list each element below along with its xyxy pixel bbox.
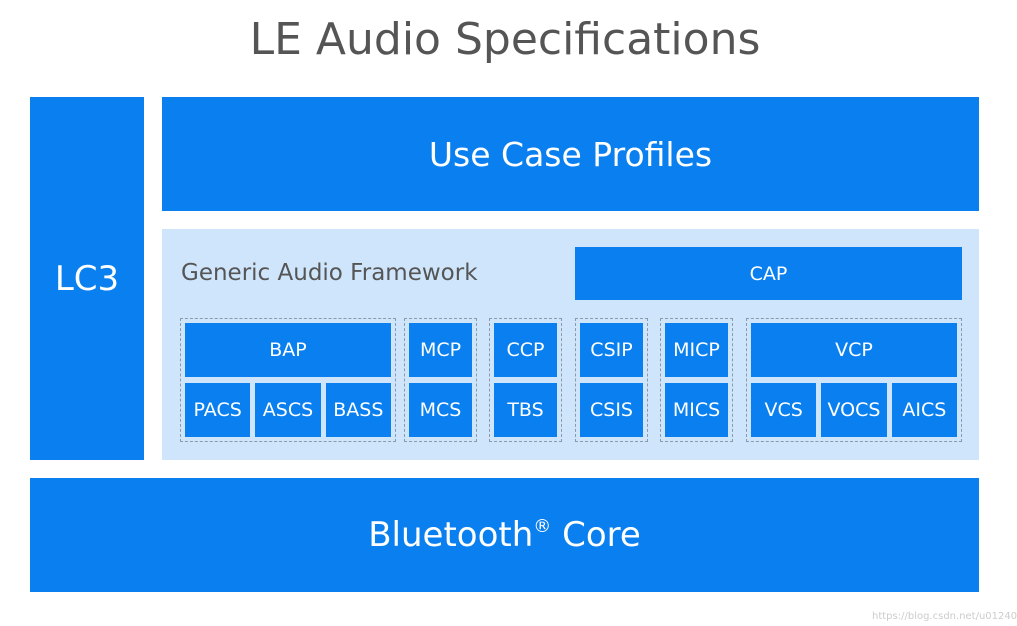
profile-micp: MICP xyxy=(665,323,728,377)
service-pacs: PACS xyxy=(185,383,251,437)
use-case-profiles-block: Use Case Profiles xyxy=(162,97,979,211)
registered-mark: ® xyxy=(533,516,552,537)
profile-ccp: CCP xyxy=(494,323,557,377)
profile-bap: BAP xyxy=(185,323,391,377)
service-vcs: VCS xyxy=(751,383,817,437)
spec-group-micp xyxy=(660,318,733,442)
cap-block: CAP xyxy=(575,247,962,300)
profile-csip: CSIP xyxy=(580,323,643,377)
spec-group-bap xyxy=(180,318,396,442)
profile-vcp: VCP xyxy=(751,323,957,377)
spec-group-vcp xyxy=(746,318,962,442)
diagram-title: LE Audio Specifications xyxy=(249,14,761,65)
service-bass: BASS xyxy=(325,383,391,437)
profile-mcp: MCP xyxy=(409,323,472,377)
service-vocs: VOCS xyxy=(821,383,887,437)
service-aics: AICS xyxy=(891,383,957,437)
lc3-block: LC3 xyxy=(30,97,144,460)
service-tbs: TBS xyxy=(494,383,557,437)
core-suffix: Core xyxy=(551,515,641,555)
service-csis: CSIS xyxy=(580,383,643,437)
service-ascs: ASCS xyxy=(255,383,321,437)
service-mcs: MCS xyxy=(409,383,472,437)
generic-audio-framework-label: Generic Audio Framework xyxy=(181,260,478,286)
spec-group-ccp xyxy=(489,318,562,442)
service-mics: MICS xyxy=(665,383,728,437)
core-name: Bluetooth xyxy=(368,515,534,555)
bluetooth-core-block: Bluetooth® Core xyxy=(30,478,979,592)
spec-group-csip xyxy=(575,318,648,442)
watermark: https://blog.csdn.net/u012408797 xyxy=(872,611,1017,622)
spec-group-mcp xyxy=(404,318,477,442)
